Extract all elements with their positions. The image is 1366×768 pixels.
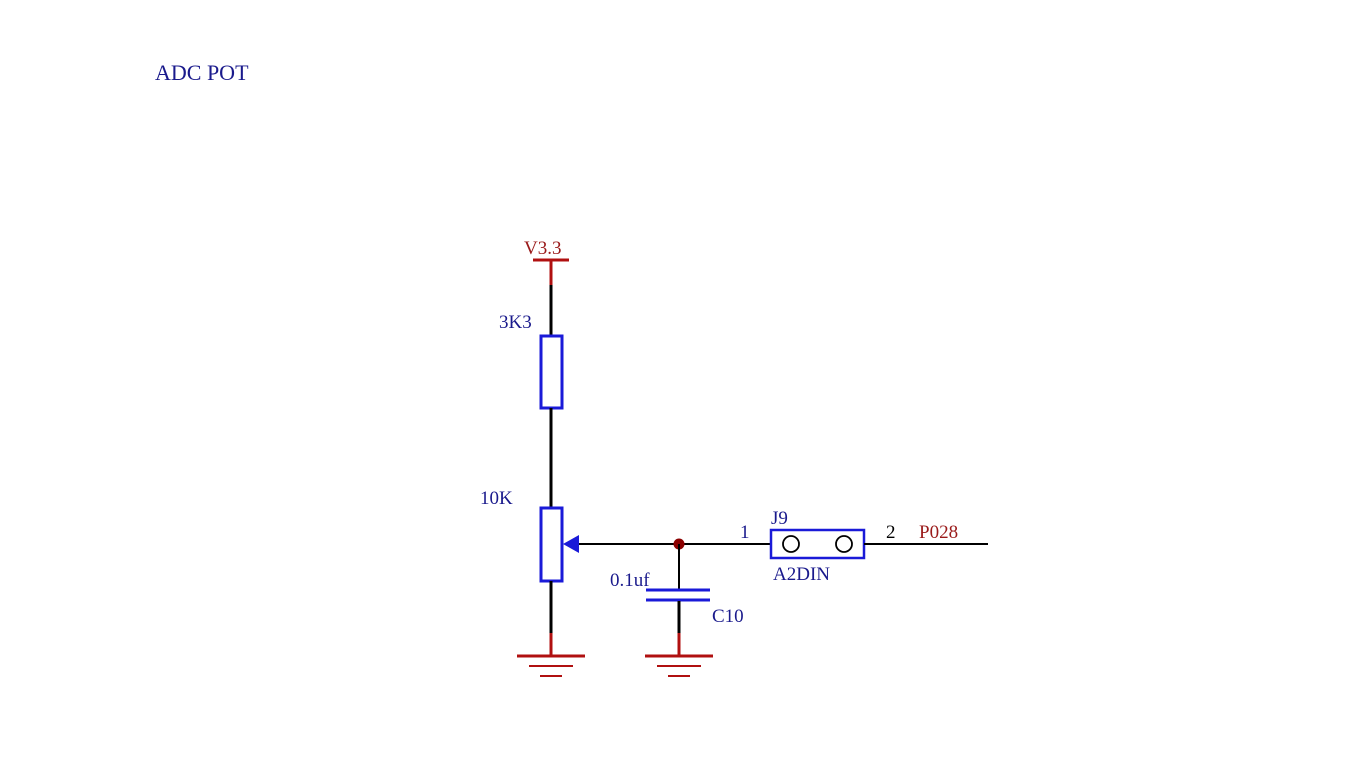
cap-ref-label: C10 <box>712 606 744 627</box>
jumper-pin1-icon <box>782 535 800 553</box>
potentiometer-body <box>539 506 564 583</box>
potentiometer-wiper-arrow <box>563 535 579 553</box>
pot-value-label: 10K <box>480 488 513 509</box>
ground-symbol-pot <box>517 633 585 677</box>
jumper-pin1-label: 1 <box>740 522 750 543</box>
output-net-label: P028 <box>919 522 958 543</box>
jumper-ref-label: J9 <box>771 508 788 529</box>
jumper-pin2-label: 2 <box>886 522 896 543</box>
ground-symbol-cap <box>645 633 713 677</box>
power-net-label: V3.3 <box>524 238 561 259</box>
resistor-value-label: 3K3 <box>499 312 532 333</box>
jumper-value-label: A2DIN <box>773 564 830 585</box>
jumper-pin2-icon <box>835 535 853 553</box>
resistor-body <box>539 334 564 410</box>
cap-value-label: 0.1uf <box>610 570 650 591</box>
schematic-title: ADC POT <box>155 60 249 85</box>
